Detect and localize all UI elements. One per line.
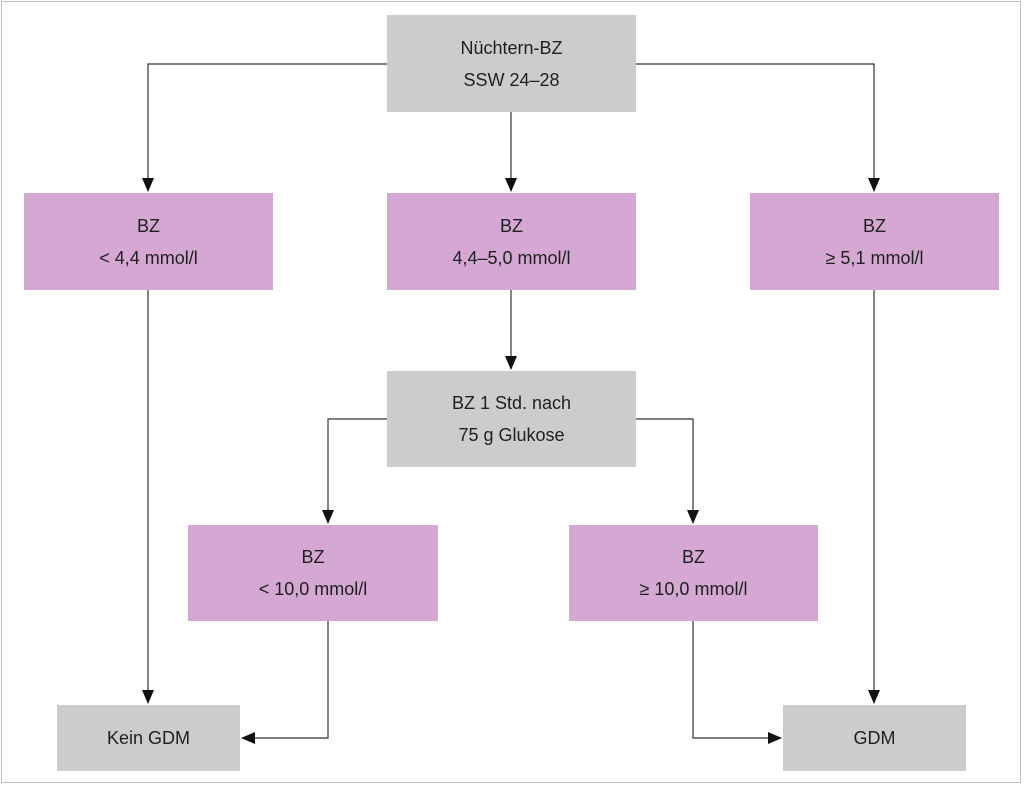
- edge-ogtt-to-ogtt-high: [636, 418, 699, 524]
- edge-ogtt-low-to-no-gdm: [241, 621, 329, 744]
- node-glucose-below-4-4: BZ < 4,4 mmol/l: [24, 193, 273, 290]
- edge-ogtt-to-ogtt-low: [322, 418, 387, 524]
- node-glucose-4-4-to-5-0-line2: 4,4–5,0 mmol/l: [452, 247, 571, 268]
- node-glucose-below-10: BZ < 10,0 mmol/l: [188, 525, 438, 621]
- node-glucose-below-10-line1: BZ: [301, 547, 325, 567]
- node-no-gdm: Kein GDM: [57, 705, 240, 771]
- node-glucose-below-10-line2: < 10,0 mmol/l: [258, 579, 368, 599]
- node-one-hour-glucose-test-line2: 75 g Glukose: [458, 425, 565, 445]
- node-glucose-4-4-to-5-0: BZ 4,4–5,0 mmol/l: [387, 193, 636, 290]
- node-glucose-at-least-5-1-line2: ≥ 5,1 mmol/l: [825, 247, 924, 268]
- node-glucose-at-least-10: BZ ≥ 10,0 mmol/l: [569, 525, 818, 621]
- node-fasting-glucose: Nüchtern-BZ SSW 24–28: [387, 15, 636, 112]
- node-glucose-below-4-4-line1: BZ: [136, 215, 160, 236]
- node-glucose-at-least-5-1-line1: BZ: [862, 215, 886, 236]
- node-glucose-at-least-10-line2: ≥ 10,0 mmol/l: [639, 579, 748, 599]
- edge-ogtt-high-to-gdm: [692, 621, 782, 744]
- node-one-hour-glucose-test-line1: BZ 1 Std. nach: [451, 393, 572, 413]
- node-glucose-at-least-10-line1: BZ: [681, 547, 705, 567]
- node-gdm-label: GDM: [853, 728, 896, 748]
- node-glucose-below-4-4-line2: < 4,4 mmol/l: [99, 247, 198, 268]
- node-glucose-4-4-to-5-0-line1: BZ: [499, 215, 523, 236]
- node-no-gdm-label: Kein GDM: [106, 728, 191, 748]
- node-one-hour-glucose-test: BZ 1 Std. nach 75 g Glukose: [387, 371, 636, 467]
- edge-start-to-high: [636, 63, 880, 192]
- node-fasting-glucose-line2: SSW 24–28: [463, 69, 560, 90]
- node-gdm: GDM: [783, 705, 966, 771]
- node-fasting-glucose-line1: Nüchtern-BZ: [460, 37, 563, 58]
- edge-start-to-low: [142, 63, 387, 192]
- node-glucose-at-least-5-1: BZ ≥ 5,1 mmol/l: [750, 193, 999, 290]
